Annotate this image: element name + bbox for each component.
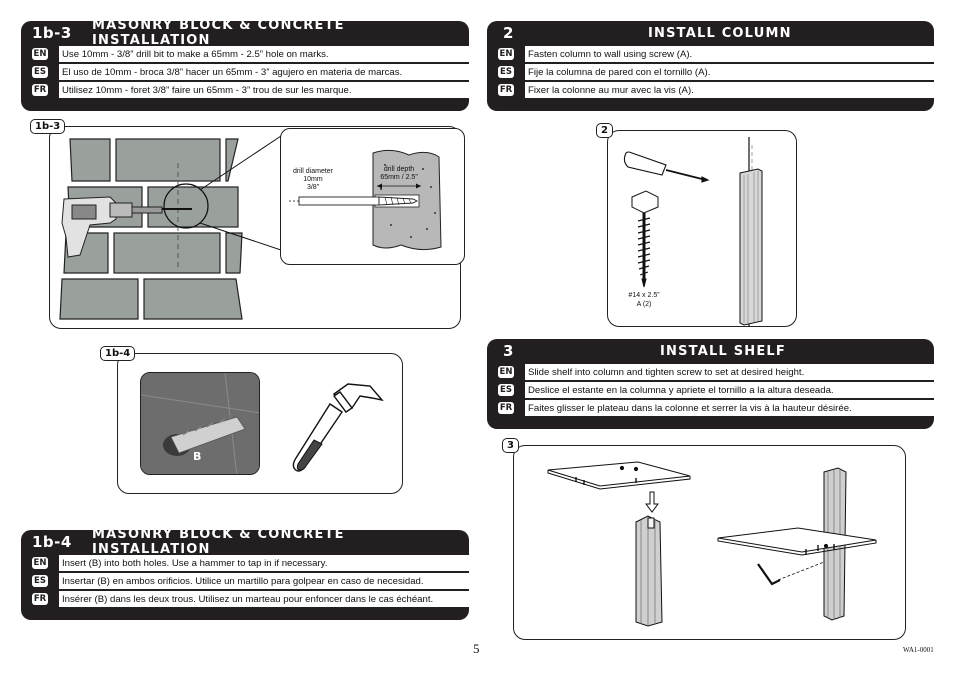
figure-label-3: 3 <box>502 438 519 453</box>
screwdriver-icon <box>623 151 710 183</box>
step-title: MASONRY BLOCK & CONCRETE INSTALLATION <box>91 530 345 557</box>
instruction-text: El uso de 10mm - broca 3/8” hacer un 65m… <box>59 63 469 81</box>
instruction-row-en: EN Fasten column to wall using screw (A). <box>487 45 934 63</box>
step-number: 3 <box>503 342 514 360</box>
panel-header: 3 INSTALL SHELF <box>487 339 934 363</box>
lang-badge: FR <box>497 84 515 96</box>
drill-wall-illustration <box>59 135 315 320</box>
instruction-text: Deslice el estante en la columna y aprie… <box>525 381 934 399</box>
step-title: MASONRY BLOCK & CONCRETE INSTALLATION <box>91 21 345 48</box>
wall-anchor-b-icon <box>141 373 259 474</box>
step-title: INSTALL COLUMN <box>648 25 792 41</box>
instruction-row-es: ES El uso de 10mm - broca 3/8” hacer un 6… <box>21 63 469 81</box>
instruction-row-es: ES Insertar (B) en ambos orificios. Utili… <box>21 572 469 590</box>
step-title: INSTALL SHELF <box>660 343 786 359</box>
screw-quantity-label: A (2) <box>637 301 652 308</box>
instruction-panel-1b-3: 1b-3 MASONRY BLOCK & CONCRETE INSTALLATI… <box>21 21 469 111</box>
instruction-row-fr: FR Fixer la colonne au mur avec la vis (A… <box>487 81 934 99</box>
figure-label-2: 2 <box>596 123 613 138</box>
panel-header: 1b-3 MASONRY BLOCK & CONCRETE INSTALLATI… <box>21 21 469 48</box>
drill-diameter-imperial: 3/8” <box>307 184 320 191</box>
lang-badge: FR <box>31 593 49 605</box>
figure-label-1b-3: 1b-3 <box>30 119 66 134</box>
instruction-row-fr: FR Faites glisser le plateau dans la colo… <box>487 399 934 417</box>
instruction-row-en: EN Insert (B) into both holes. Use a hamm… <box>21 554 469 572</box>
screw-size-label: #14 x 2.5” <box>628 292 660 299</box>
drill-detail-callout: drill diameter 10mm 3/8” drill depth 65m… <box>280 128 465 265</box>
hammer-icon <box>292 383 384 472</box>
column-and-screw-illustration: #14 x 2.5” A (2) <box>623 137 763 327</box>
instruction-row-fr: FR Utilisez 10mm - foret 3/8” faire un 65… <box>21 81 469 99</box>
drill-depth-value: 65mm / 2.5” <box>380 174 418 181</box>
lang-badge: EN <box>31 48 49 60</box>
drill-detail-illustration: drill diameter 10mm 3/8” drill depth 65m… <box>289 149 442 251</box>
drill-diameter-metric: 10mm <box>303 176 323 183</box>
lang-badge: FR <box>31 84 49 96</box>
aluminum-column <box>635 515 663 627</box>
instruction-text: Fije la columna de pared con el tornillo… <box>525 63 934 81</box>
instruction-text: Utilisez 10mm - foret 3/8” faire un 65mm… <box>59 81 469 99</box>
step-number: 1b-4 <box>32 533 72 551</box>
instruction-panel-2: 2 INSTALL COLUMN EN Fasten column to wall… <box>487 21 934 111</box>
instruction-text: Fasten column to wall using screw (A). <box>525 45 934 63</box>
step-number: 2 <box>503 24 514 42</box>
lang-badge: EN <box>497 48 515 60</box>
figure-2: #14 x 2.5” A (2) <box>607 130 797 327</box>
figure-1b-4: B <box>117 353 403 494</box>
figure-1b-3: drill diameter 10mm 3/8” drill depth 65m… <box>49 126 465 329</box>
instruction-panel-1b-4: 1b-4 MASONRY BLOCK & CONCRETE INSTALLATI… <box>21 530 469 620</box>
instruction-text: Fixer la colonne au mur avec la vis (A). <box>525 81 934 99</box>
panel-header: 1b-4 MASONRY BLOCK & CONCRETE INSTALLATI… <box>21 530 469 557</box>
shelf-plate <box>717 527 877 556</box>
power-drill <box>61 196 192 258</box>
instruction-row-fr: FR Insérer (B) dans les deux trous. Utili… <box>21 590 469 608</box>
allen-key-icon <box>757 561 825 586</box>
instruction-text: Faites glisser le plateau dans la colonn… <box>525 399 934 417</box>
instruction-text: Use 10mm - 3/8” drill bit to make a 65mm… <box>59 45 469 63</box>
drill-depth-label: drill depth <box>384 166 414 173</box>
lang-badge: EN <box>31 557 49 569</box>
lang-badge: ES <box>498 384 514 396</box>
instruction-text: Insertar (B) en ambos orificios. Utilice… <box>59 572 469 590</box>
figure-3 <box>513 445 906 640</box>
lang-badge: ES <box>32 66 48 78</box>
lag-screw-icon <box>631 190 659 288</box>
brick-wall <box>59 138 243 320</box>
figure-label-1b-4: 1b-4 <box>100 346 136 361</box>
instruction-row-en: EN Slide shelf into column and tighten sc… <box>487 363 934 381</box>
step-number: 1b-3 <box>32 24 72 42</box>
down-arrow-icon <box>645 491 659 513</box>
document-id: WA1-0001 <box>903 646 934 654</box>
instruction-panel-3: 3 INSTALL SHELF EN Slide shelf into colum… <box>487 339 934 429</box>
instruction-row-es: ES Fije la columna de pared con el tornil… <box>487 63 934 81</box>
shelf-installation-illustration <box>547 461 877 627</box>
shelf-plate <box>547 461 691 490</box>
panel-header: 2 INSTALL COLUMN <box>487 21 934 45</box>
drill-diameter-label: drill diameter <box>293 168 334 175</box>
lang-badge: EN <box>497 366 515 378</box>
part-label-b: B <box>193 450 202 463</box>
instruction-row-es: ES Deslice el estante en la columna y apr… <box>487 381 934 399</box>
instruction-text: Slide shelf into column and tighten scre… <box>525 363 934 381</box>
instruction-text: Insert (B) into both holes. Use a hammer… <box>59 554 469 572</box>
lang-badge: FR <box>497 402 515 414</box>
instruction-text: Insérer (B) dans les deux trous. Utilise… <box>59 590 469 608</box>
aluminum-column <box>739 168 763 326</box>
page-number: 5 <box>473 641 480 656</box>
lang-badge: ES <box>32 575 48 587</box>
lang-badge: ES <box>498 66 514 78</box>
anchor-photo: B <box>140 372 260 475</box>
instruction-row-en: EN Use 10mm - 3/8” drill bit to make a 65… <box>21 45 469 63</box>
